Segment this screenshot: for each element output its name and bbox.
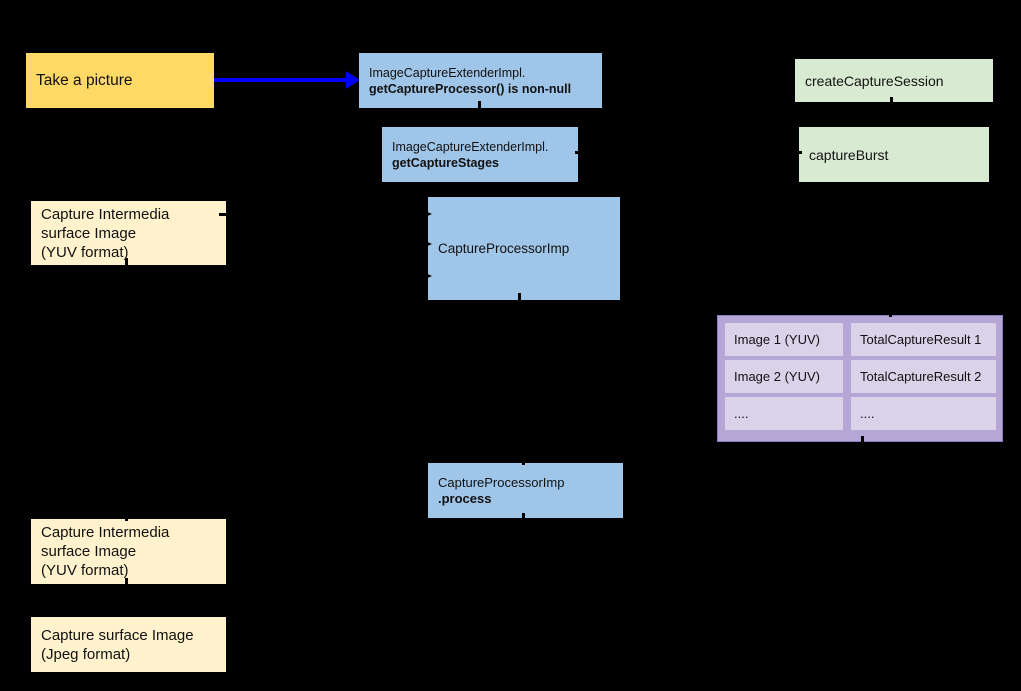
node-label-line1: ImageCaptureExtenderImpl. xyxy=(369,65,526,80)
node-capture-processor-imp[interactable]: CaptureProcessorImp xyxy=(428,197,620,300)
cell-label: Image 1 (YUV) xyxy=(734,332,820,347)
node-label-line3: (YUV format) xyxy=(41,562,129,579)
node-get-capture-processor[interactable]: ImageCaptureExtenderImpl. getCaptureProc… xyxy=(359,53,602,108)
capture-results-table[interactable]: Image 1 (YUV) TotalCaptureResult 1 Image… xyxy=(717,315,1003,442)
node-label-line1: Capture surface Image xyxy=(41,626,194,644)
connector-mark xyxy=(522,513,525,522)
node-label: CaptureProcessorImp xyxy=(438,240,570,256)
connector-mark xyxy=(518,293,521,302)
table-cell-result2[interactable]: TotalCaptureResult 2 xyxy=(851,360,996,393)
node-create-capture-session[interactable]: createCaptureSession xyxy=(795,59,993,102)
node-label: Take a picture xyxy=(36,71,133,89)
table-cell-result1[interactable]: TotalCaptureResult 1 xyxy=(851,323,996,356)
node-label-line1: Capture Intermedia xyxy=(41,524,170,541)
node-label-line2: (Jpeg format) xyxy=(41,645,131,663)
node-label-line2: getCaptureProcessor() is non-null xyxy=(369,81,572,96)
cell-label: TotalCaptureResult 1 xyxy=(860,332,982,347)
connector-mark xyxy=(219,213,232,216)
node-capture-jpeg-surface[interactable]: Capture surface Image (Jpeg format) xyxy=(31,617,226,672)
cell-label: .... xyxy=(860,406,875,421)
node-capture-processor-process[interactable]: CaptureProcessorImp .process xyxy=(428,463,623,518)
cell-label: TotalCaptureResult 2 xyxy=(860,369,982,384)
flow-arrow[interactable] xyxy=(214,66,360,94)
node-label-line2: surface Image xyxy=(41,543,137,560)
connector-mark xyxy=(125,513,128,521)
node-label-line3: (YUV format) xyxy=(41,243,129,261)
node-intermediate-yuv-surface-bottom[interactable]: Capture Intermedia surface Image (YUV fo… xyxy=(31,519,226,584)
connector-mark xyxy=(125,258,128,268)
table-cell-image-more[interactable]: .... xyxy=(725,397,843,430)
node-label-line1: CaptureProcessorImp xyxy=(438,474,565,490)
node-intermediate-yuv-surface-top[interactable]: Capture Intermedia surface Image (YUV fo… xyxy=(31,201,226,265)
connector-mark xyxy=(522,457,525,465)
node-label-line2: getCaptureStages xyxy=(392,155,499,170)
connector-mark xyxy=(793,151,802,154)
node-label: captureBurst xyxy=(809,146,889,163)
table-cell-result-more[interactable]: .... xyxy=(851,397,996,430)
node-label-line2: surface Image xyxy=(41,224,137,242)
node-label-line2: .process xyxy=(438,490,492,506)
connector-mark xyxy=(125,578,128,586)
connector-mark xyxy=(861,436,864,446)
connector-arrowhead xyxy=(423,272,432,280)
node-label: createCaptureSession xyxy=(805,72,944,89)
connector-mark xyxy=(575,151,585,154)
connector-mark xyxy=(890,97,893,106)
node-take-a-picture[interactable]: Take a picture xyxy=(26,53,214,108)
table-cell-image2[interactable]: Image 2 (YUV) xyxy=(725,360,843,393)
node-capture-burst[interactable]: captureBurst xyxy=(799,127,989,182)
table-cell-image1[interactable]: Image 1 (YUV) xyxy=(725,323,843,356)
node-label-line1: Capture Intermedia xyxy=(41,205,170,223)
connector-arrowhead xyxy=(423,240,432,248)
cell-label: .... xyxy=(734,406,749,421)
connector-mark xyxy=(478,101,481,111)
cell-label: Image 2 (YUV) xyxy=(734,369,820,384)
connector-mark xyxy=(889,307,892,317)
connector-arrowhead xyxy=(423,210,432,218)
node-get-capture-stages[interactable]: ImageCaptureExtenderImpl. getCaptureStag… xyxy=(382,127,578,182)
node-label-line1: ImageCaptureExtenderImpl. xyxy=(392,139,549,154)
